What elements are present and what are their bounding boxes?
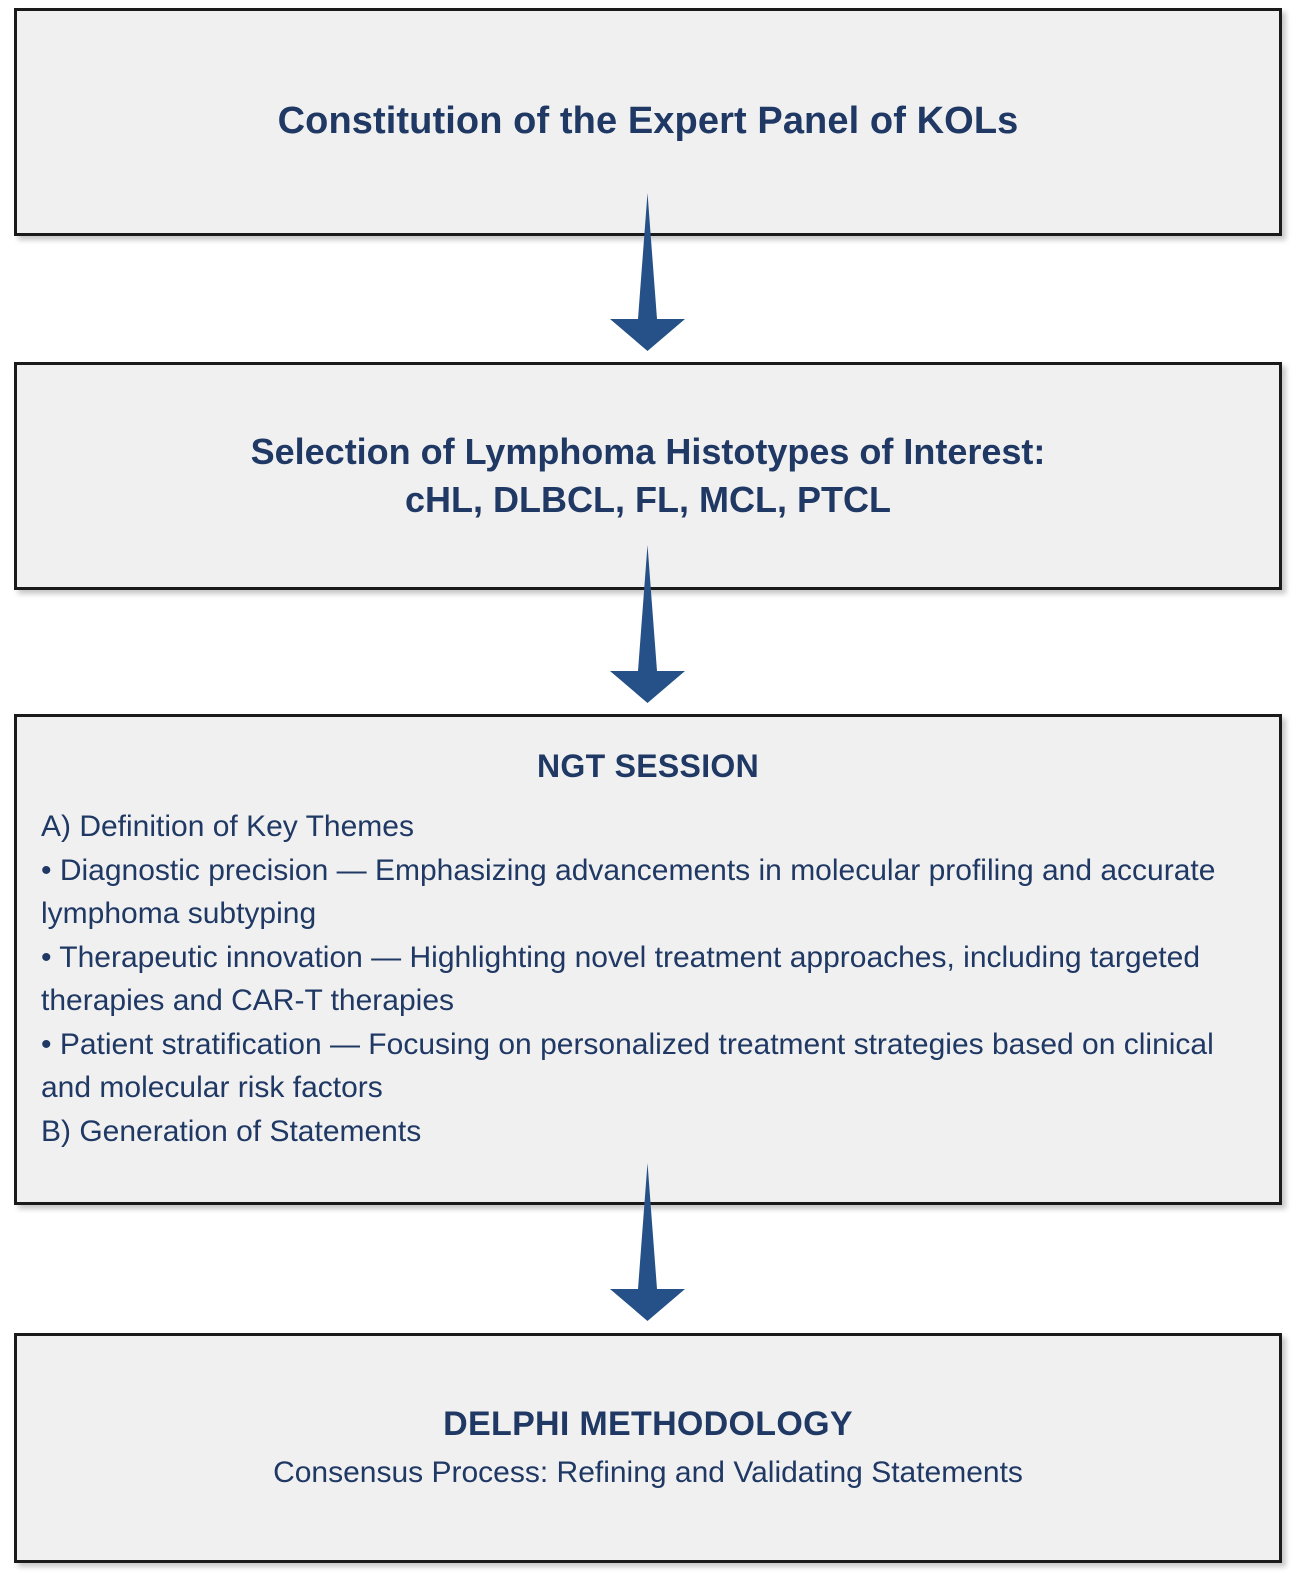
flow-node-constitution-title: Constitution of the Expert Panel of KOLs: [277, 100, 1019, 143]
flow-node-ngt-session: NGT SESSION A) Definition of Key Themes …: [14, 714, 1282, 1205]
ngt-line-item: A) Definition of Key Themes: [41, 810, 414, 844]
ngt-line-item: • Diagnostic precision — Emphasizing adv…: [41, 853, 1216, 931]
ngt-line-item: • Patient stratification — Focusing on p…: [41, 1027, 1214, 1105]
connector-arrow-down-2: [595, 545, 700, 703]
connector-arrow-down-1: [595, 193, 700, 351]
ngt-line-item: • Therapeutic innovation — Highlighting …: [41, 940, 1200, 1018]
ngt-line-item: B) Generation of Statements: [41, 1114, 422, 1148]
flow-node-delphi-subtitle: Consensus Process: Refining and Validati…: [273, 1456, 1023, 1489]
connector-arrow-down-3: [595, 1163, 700, 1321]
flow-node-constitution: Constitution of the Expert Panel of KOLs: [14, 8, 1282, 236]
flow-node-delphi: DELPHI METHODOLOGY Consensus Process: Re…: [14, 1333, 1282, 1563]
flow-node-selection-title: Selection of Lymphoma Histotypes of Inte…: [250, 431, 1046, 473]
flow-node-ngt-body: A) Definition of Key Themes • Diagnostic…: [39, 805, 1257, 1153]
flow-node-ngt-heading: NGT SESSION: [536, 748, 759, 784]
flow-node-delphi-title: DELPHI METHODOLOGY: [443, 1404, 853, 1443]
flow-node-selection-histotypes: cHL, DLBCL, FL, MCL, PTCL: [405, 479, 891, 520]
